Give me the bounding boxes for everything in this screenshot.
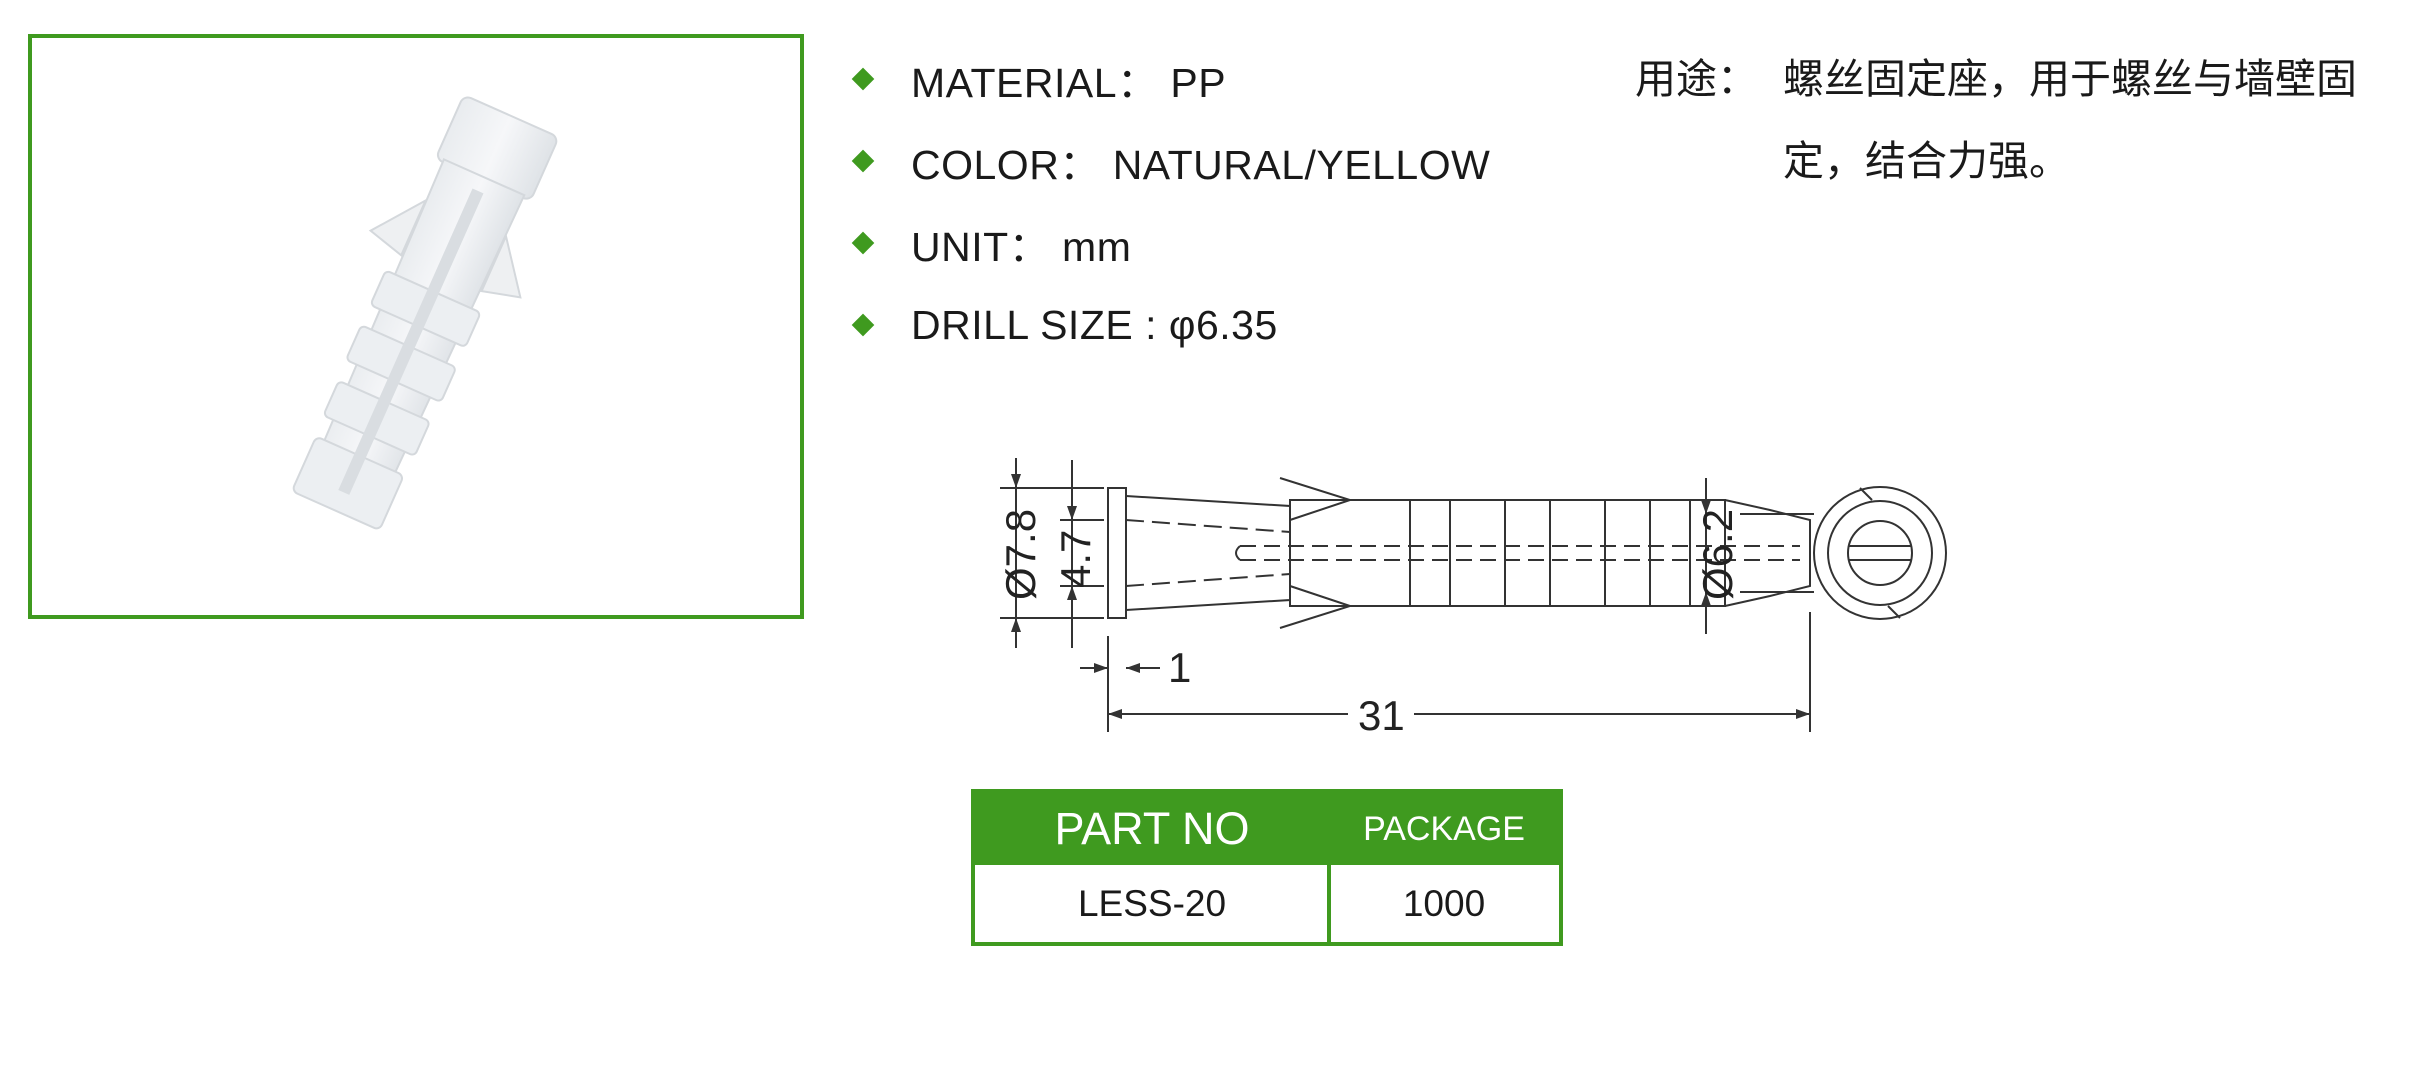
header-part-no: PART NO <box>1054 803 1250 854</box>
dim-tip-diameter: Ø6.2 <box>1694 509 1741 600</box>
spec-drill-size: DRILL SIZE : φ6.35 <box>851 284 1490 366</box>
dim-outer-diameter: Ø7.8 <box>997 509 1044 600</box>
spec-drill-size-text: DRILL SIZE : φ6.35 <box>911 301 1278 348</box>
end-view <box>1813 486 1947 620</box>
dim-total-length: 31 <box>1358 692 1405 739</box>
spec-list: MATERIAL： PP COLOR： NATURAL/YELLOW UNIT：… <box>851 38 1491 366</box>
spec-unit: UNIT： mm <box>851 202 1490 284</box>
header-package: PACKAGE <box>1363 809 1525 848</box>
spec-unit-text: UNIT： mm <box>911 224 1132 270</box>
product-photo-frame <box>28 34 804 619</box>
column-divider <box>1327 865 1331 942</box>
part-table: PART NO PACKAGE LESS-20 1000 <box>971 789 1563 946</box>
wall-plug-photo <box>292 96 558 530</box>
spec-material-text: MATERIAL： PP <box>911 60 1227 106</box>
dim-flange-thickness: 1 <box>1168 644 1191 691</box>
cell-package: 1000 <box>1402 882 1486 924</box>
spec-color: COLOR： NATURAL/YELLOW <box>851 120 1491 202</box>
dim-inner-diameter: 4.7 <box>1052 530 1099 588</box>
table-header <box>975 793 1559 865</box>
spec-color-text: COLOR： NATURAL/YELLOW <box>911 142 1491 188</box>
usage-text: 螺丝固定座，用于螺丝与墙壁固定，结合力强。 <box>1783 56 2357 184</box>
cell-part-no: LESS-20 <box>1077 882 1227 924</box>
usage-label: 用途： <box>1635 56 1758 102</box>
spec-material: MATERIAL： PP <box>851 38 1490 120</box>
